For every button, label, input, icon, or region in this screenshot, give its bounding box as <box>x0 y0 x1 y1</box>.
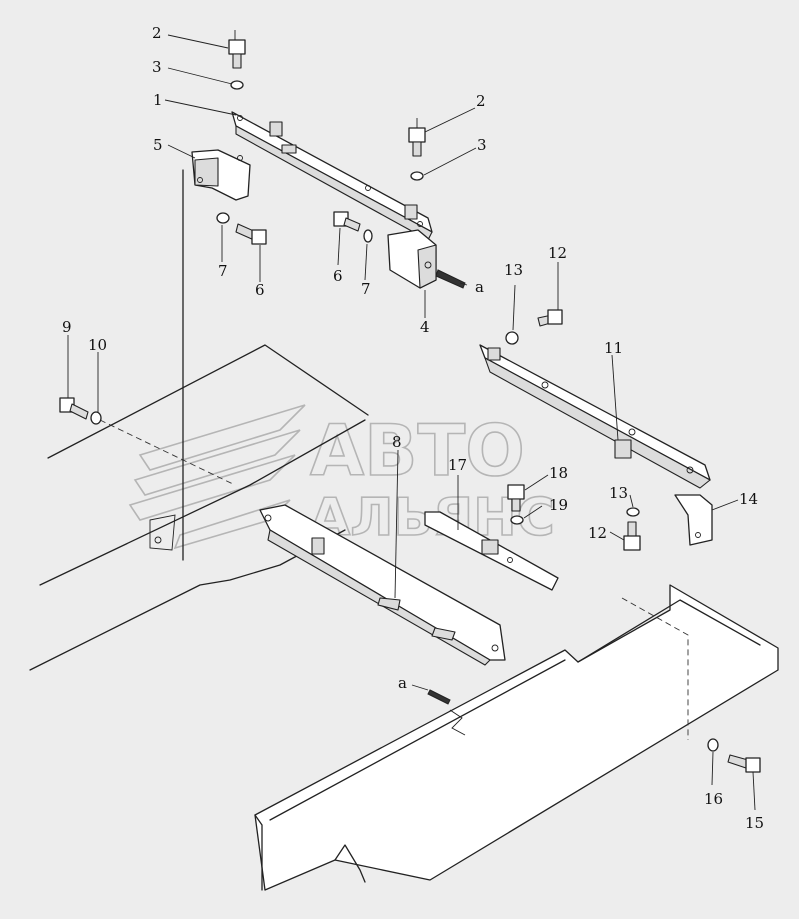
callout-9: 9 <box>62 318 72 336</box>
bolt-9 <box>59 397 89 420</box>
bolt-15 <box>727 754 761 773</box>
callout-2: 2 <box>152 24 162 42</box>
callout-2: 2 <box>476 92 486 110</box>
part-1-bracket <box>231 111 433 241</box>
callout-7: 7 <box>218 262 228 280</box>
callout-a: a <box>475 278 484 296</box>
callout-13: 13 <box>609 484 628 502</box>
part-14-bracket <box>674 494 713 546</box>
washer-7b <box>363 229 373 243</box>
callout-11: 11 <box>604 339 623 357</box>
bolts-upper <box>216 30 426 245</box>
part-5-bracket <box>191 149 251 201</box>
washer-16 <box>707 738 719 752</box>
lower-cover <box>254 584 779 891</box>
bolt-6a <box>235 223 267 245</box>
bolt-2a <box>228 39 246 69</box>
callout-10: 10 <box>88 336 107 354</box>
washer-19 <box>510 515 524 525</box>
part-17-bracket <box>424 511 559 591</box>
leader-lines <box>67 34 756 811</box>
part-4-block <box>387 229 466 289</box>
washer-3b <box>410 171 424 181</box>
bolt-18 <box>507 484 525 512</box>
arrow-a-lower <box>427 689 451 705</box>
bolt-6b <box>333 211 361 232</box>
callout-5: 5 <box>153 136 163 154</box>
bolt-12b <box>623 521 641 551</box>
callout-6: 6 <box>255 281 265 299</box>
washer-10 <box>90 411 102 425</box>
washer-3a <box>230 80 244 90</box>
bolt-2b <box>408 127 426 157</box>
washer-7a <box>216 212 230 224</box>
washer-13b <box>626 507 640 517</box>
watermark-logo <box>128 404 306 550</box>
callout-7: 7 <box>361 280 371 298</box>
part-8-bracket <box>259 504 506 666</box>
watermark: АВТО АЛЬЯНС <box>128 404 556 550</box>
callout-6: 6 <box>333 267 343 285</box>
callout-1: 1 <box>153 91 163 109</box>
washer-13a <box>505 331 519 345</box>
callout-18: 18 <box>549 464 568 482</box>
callout-19: 19 <box>549 496 568 514</box>
callout-16: 16 <box>704 790 723 808</box>
callouts: 2 3 1 5 2 3 7 6 6 7 4 a 13 12 9 10 11 8 … <box>62 24 764 832</box>
callout-4: 4 <box>420 318 430 336</box>
callout-12: 12 <box>588 524 607 542</box>
bolt-12a <box>537 309 563 327</box>
callout-15: 15 <box>745 814 764 832</box>
callout-8: 8 <box>392 433 402 451</box>
callout-a: a <box>398 674 407 692</box>
callout-3: 3 <box>152 58 162 76</box>
part-11-bracket <box>479 344 711 489</box>
callout-17: 17 <box>448 456 467 474</box>
callout-13: 13 <box>504 261 523 279</box>
watermark-line1: АВТО <box>310 410 525 492</box>
callout-12: 12 <box>548 244 567 262</box>
callout-14: 14 <box>739 490 758 508</box>
callout-3: 3 <box>477 136 487 154</box>
bolts-lower <box>59 309 761 773</box>
